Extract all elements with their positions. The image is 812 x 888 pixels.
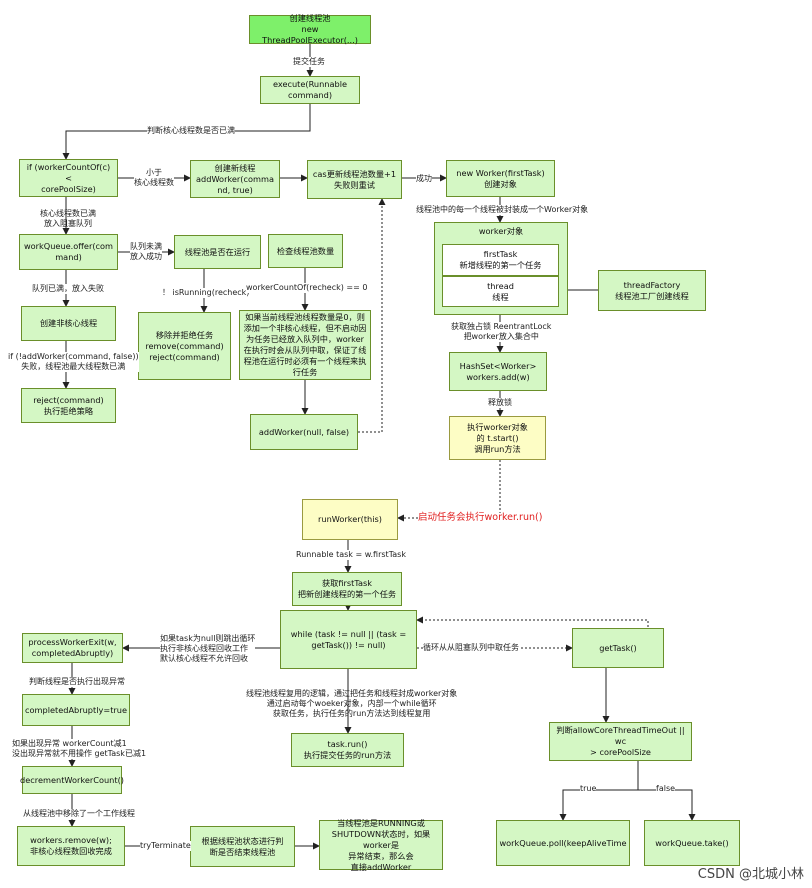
get-first-task-node: 获取firstTask 把新创建线程的第一个任务 [292, 572, 402, 606]
cas-node: cas更新线程池数量+1 失败则重试 [307, 160, 402, 199]
execute-node: execute(Runnable command) [260, 76, 360, 104]
hashset-node: HashSet<Worker> workers.add(w) [449, 352, 547, 391]
label-judge-core-full: 判断核心线程数是否已满 [147, 126, 235, 136]
running-shutdown-node: 当线程池是RUNNING或 SHUTDOWN状态时，如果worker是 异常结束… [319, 818, 443, 872]
create-noncore-node: 创建非核心线程 [21, 306, 116, 341]
label-remove-one: 从线程池中移除了一个工作线程 [23, 809, 135, 819]
workers-remove-node: workers.remove(w); 非核心线程数回收完成 [17, 826, 125, 866]
label-judge-exception: 判断线程是否执行出现异常 [29, 677, 125, 687]
label-less-than-core: 小于 核心线程数 [134, 168, 174, 188]
take-node: workQueue.take() [644, 820, 740, 866]
label-wrap-worker: 线程池中的每一个线程被封装成一个Worker对象 [416, 205, 589, 215]
label-worker-count-zero: workerCountOf(recheck) == 0 [246, 283, 368, 293]
pool-running-node: 线程池是否在运行 [174, 235, 261, 269]
add-worker-true-node: 创建新线程 addWorker(comma nd, true) [190, 160, 280, 198]
thread-factory-node: threadFactory 线程池工厂创建线程 [598, 270, 706, 311]
process-exit-node: processWorkerExit(w, completedAbruptly) [22, 633, 123, 663]
edge-addnull-cas-dotted [358, 198, 386, 433]
create-pool-node: 创建线程池 new ThreadPoolExecutor(...) [249, 13, 371, 45]
decrement-node: decrementWorkerCount() [20, 766, 124, 794]
while-loop-node: while (task != null || (task = getTask()… [280, 610, 417, 669]
label-null-exit: 如果task为null则跳出循环 执行非核心线程回收工作 默认核心线程不允许回收 [160, 634, 256, 664]
edge-exec-runworker-dotted [397, 460, 501, 522]
label-add-noncore-fail: if (!addWorker(command, false)) 失败，线程池最大… [8, 352, 139, 372]
poll-node: workQueue.poll(keepAliveTime [496, 820, 630, 866]
remove-reject-node: 移除并拒绝任务 remove(command) reject(command) [138, 312, 231, 380]
thread-field: thread 线程 [442, 276, 559, 307]
label-runnable-task: Runnable task = w.firstTask [296, 550, 406, 560]
if-core-node: if (workerCountOf(c) < corePoolSize) [19, 159, 118, 197]
completed-true-node: completedAbruptly=true [22, 694, 130, 726]
task-run-node: task.run() 执行提交任务的run方法 [291, 733, 404, 767]
first-task-field: firstTask 新增线程的第一个任务 [442, 244, 559, 276]
label-try-terminate: tryTerminate [140, 841, 191, 851]
judge-state-node: 根据线程池状态进行判 断是否结束线程池 [190, 826, 295, 867]
edge-allow-poll [559, 761, 639, 821]
label-success: 成功 [416, 174, 432, 184]
label-reuse-note: 线程池线程复用的逻辑，通过把任务和线程封成worker对象 通过启动每个woek… [246, 689, 458, 718]
exec-worker-node: 执行worker对象 的 t.start() 调用run方法 [449, 416, 546, 460]
label-unlock: 释放锁 [488, 398, 512, 408]
reject-node: reject(command) 执行拒绝策略 [21, 388, 116, 423]
check-count-node: 检查线程池数量 [268, 234, 343, 268]
allow-core-node: 判断allowCoreThreadTimeOut || wc > corePoo… [549, 722, 692, 761]
label-core-full-queue: 核心线程数已满 放入阻塞队列 [40, 209, 96, 228]
label-start-run: 启动任务会执行worker.run() [418, 512, 543, 523]
run-worker-node: runWorker(this) [302, 499, 398, 540]
zero-check-node: 如果当前线程池线程数量是0，则添加一个非核心线程，但不启动因为任务已经放入队列中… [239, 310, 371, 380]
label-not-running: ！ isRunning(recheck) [162, 288, 250, 298]
add-worker-null-node: addWorker(null, false) [250, 414, 358, 450]
label-submit: 提交任务 [293, 57, 325, 67]
label-exception-note: 如果出现异常 workerCount减1 没出现异常就不用操作 getTask已… [12, 739, 147, 759]
label-true: true [580, 784, 597, 794]
new-worker-node: new Worker(firstTask) 创建对象 [446, 160, 555, 197]
offer-node: workQueue.offer(com mand) [19, 234, 118, 270]
get-task-node: getTask() [572, 628, 664, 668]
watermark: CSDN @北城小林 [697, 867, 804, 882]
label-queue-full: 队列已满，放入失败 [32, 284, 104, 294]
label-loop-get-task: 循环从从阻塞队列中取任务 [423, 643, 519, 653]
label-lock: 获取独占锁 ReentrantLock 把worker放入集合中 [451, 322, 552, 342]
label-queue-ok: 队列未满 放入成功 [130, 242, 162, 262]
label-false: false [656, 784, 676, 794]
worker-object-title: worker对象 [478, 226, 524, 236]
